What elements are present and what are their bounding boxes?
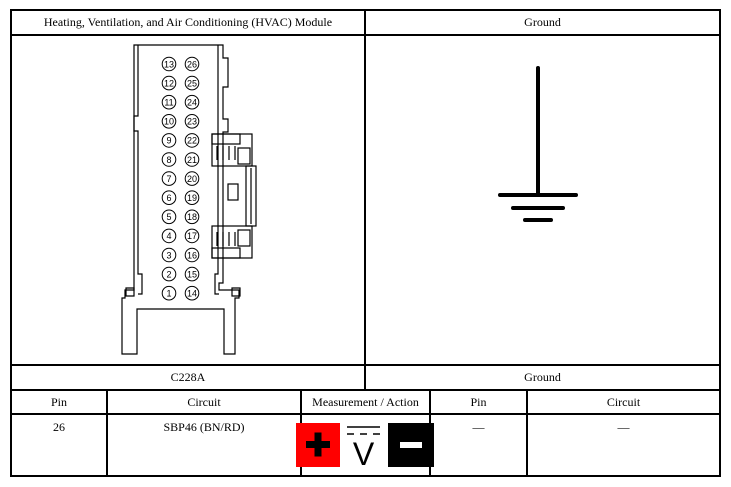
- row-circuit: SBP46 (BN/RD): [163, 419, 245, 434]
- col-divider-1: [106, 389, 108, 477]
- col-divider-4: [526, 389, 528, 477]
- pin-13-circle: [161, 56, 177, 72]
- ground-title: Ground: [524, 15, 561, 29]
- dc-voltage-icon: V: [344, 423, 384, 472]
- pin-4-circle: [161, 228, 177, 244]
- pin-6-label: 6: [166, 193, 171, 203]
- negative-probe-icon: [388, 423, 434, 467]
- col-header-circuit: Circuit: [108, 391, 300, 413]
- col-header-circuit-2: Circuit: [528, 391, 719, 413]
- pin-2-circle: [161, 266, 177, 282]
- pin-10-label: 10: [164, 117, 174, 127]
- pin-22-label: 22: [187, 136, 197, 146]
- pin-10-circle: [161, 114, 177, 129]
- pin-18-circle: [184, 209, 200, 225]
- pin-26-label: 26: [187, 59, 197, 69]
- col-header-measurement: Measurement / Action: [302, 391, 429, 413]
- pin-22-circle: [184, 133, 200, 148]
- pin-14-label: 14: [187, 289, 197, 299]
- pin-9-label: 9: [166, 136, 171, 146]
- pin-18-label: 18: [187, 212, 197, 222]
- ground-symbol-icon: [498, 66, 578, 222]
- pin-7-label: 7: [166, 174, 171, 184]
- pin-14-circle: [184, 285, 200, 301]
- pin-3-circle: [161, 247, 177, 263]
- header-right-cell: Ground: [366, 11, 719, 34]
- pin-25-circle: [184, 75, 200, 91]
- connector-id-cell: C228A: [12, 366, 364, 389]
- col-header-pin: Pin: [12, 391, 106, 413]
- col-header-circuit-label: Circuit: [187, 394, 221, 409]
- row-pin-cell: 26: [12, 415, 106, 439]
- ground-label: Ground: [524, 370, 561, 384]
- pin-19-circle: [184, 190, 200, 205]
- pin-26-circle: [184, 56, 200, 72]
- pin-20-label: 20: [187, 174, 197, 184]
- connector-face-icon: 1312111098765432126252423222120191817161…: [121, 44, 257, 355]
- pin-11-circle: [161, 94, 177, 110]
- pin-3-label: 3: [166, 250, 171, 260]
- pin-23-label: 23: [187, 117, 197, 127]
- pin-15-circle: [184, 266, 200, 282]
- column-header-divider: [10, 413, 721, 415]
- pin-23-circle: [184, 114, 200, 129]
- pin-5-label: 5: [166, 212, 171, 222]
- positive-probe-icon: [296, 423, 340, 467]
- pin-20-circle: [184, 171, 200, 186]
- pin-5-circle: [161, 209, 177, 225]
- pin-4-label: 4: [166, 231, 171, 241]
- row-circuit-cell: SBP46 (BN/RD): [108, 415, 300, 439]
- row-circuit2-cell: —: [528, 415, 719, 439]
- pin-12-label: 12: [164, 78, 174, 88]
- pin-16-circle: [184, 247, 200, 263]
- upper-center-divider: [364, 9, 366, 391]
- pin-15-label: 15: [187, 269, 197, 279]
- pin-1-circle: [161, 285, 177, 301]
- pin-1-label: 1: [166, 289, 171, 299]
- pin-25-label: 25: [187, 78, 197, 88]
- col-header-measurement-label: Measurement / Action: [312, 394, 419, 409]
- row-pin2-cell: —: [431, 415, 526, 439]
- row-pin2: —: [472, 419, 485, 434]
- col-header-pin2-label: Pin: [470, 394, 487, 409]
- row-circuit2: —: [617, 419, 630, 434]
- pin-9-circle: [161, 133, 177, 148]
- pin-17-circle: [184, 228, 200, 244]
- ground-figure: [366, 36, 719, 364]
- pin-6-circle: [161, 190, 177, 205]
- pin-19-label: 19: [187, 193, 197, 203]
- pin-8-label: 8: [166, 155, 171, 165]
- pin-21-label: 21: [187, 155, 197, 165]
- pin-21-circle: [184, 152, 200, 167]
- meter-icons: V: [296, 423, 436, 472]
- module-title: Heating, Ventilation, and Air Conditioni…: [43, 15, 333, 29]
- voltage-symbol: V: [353, 436, 375, 467]
- pin-12-circle: [161, 75, 177, 91]
- ground-label-cell: Ground: [366, 366, 719, 389]
- pin-2-label: 2: [166, 269, 171, 279]
- col-header-pin-2: Pin: [431, 391, 526, 413]
- row-pin: 26: [53, 419, 65, 434]
- pin-grid: 1312111098765432126252423222120191817161…: [161, 56, 200, 301]
- pin-24-circle: [184, 94, 200, 110]
- pin-7-circle: [161, 171, 177, 186]
- connector-id: C228A: [170, 370, 206, 384]
- pin-17-label: 17: [187, 231, 197, 241]
- col-header-pin-label: Pin: [50, 394, 67, 409]
- col-header-circuit2-label: Circuit: [606, 394, 641, 409]
- pin-16-label: 16: [187, 250, 197, 260]
- header-left-cell: Heating, Ventilation, and Air Conditioni…: [12, 11, 364, 34]
- pin-24-label: 24: [187, 98, 197, 108]
- pin-13-label: 13: [164, 59, 174, 69]
- pin-8-circle: [161, 152, 177, 167]
- pin-11-label: 11: [164, 98, 173, 108]
